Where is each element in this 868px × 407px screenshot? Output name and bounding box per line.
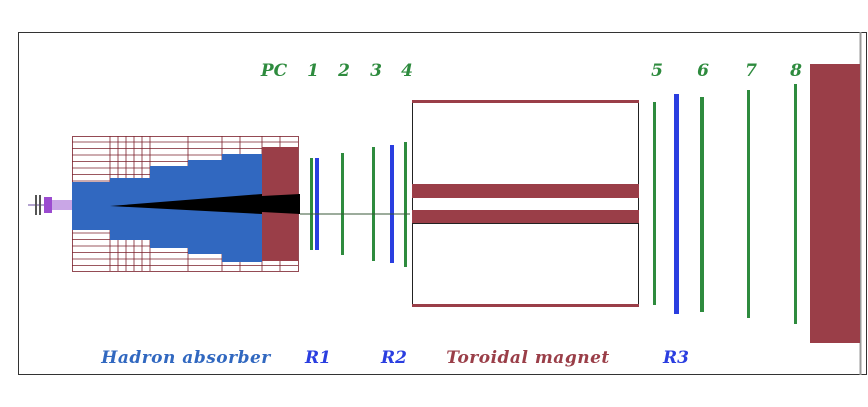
label-station-7: 7 (745, 61, 757, 81)
label-station-8: 8 (789, 61, 802, 81)
station-5 (653, 102, 656, 305)
station-5b (674, 94, 679, 314)
label-r2: R2 (380, 348, 407, 368)
label-r3: R3 (662, 348, 689, 368)
label-station-6: 6 (697, 61, 709, 81)
toroidal-magnet (412, 100, 639, 307)
label-station-1: 1 (307, 61, 319, 81)
diagram-frame (18, 32, 867, 375)
label-station-2: 2 (337, 61, 350, 81)
label-hadron-absorber: Hadron absorber (100, 348, 271, 368)
label-pc: PC (260, 61, 288, 81)
beam-cone (110, 194, 300, 214)
label-station-5: 5 (651, 61, 663, 81)
station-7 (747, 90, 750, 318)
label-station-4: 4 (401, 61, 413, 81)
station-1 (310, 158, 319, 250)
station-6 (700, 97, 704, 312)
label-r1: R1 (304, 348, 331, 368)
label-toroidal-magnet: Toroidal magnet (446, 348, 610, 368)
label-station-3: 3 (370, 61, 382, 81)
station-4 (404, 142, 407, 267)
station-2 (341, 153, 344, 255)
muon-filter-wall (810, 64, 860, 343)
station-8 (794, 84, 797, 324)
target-icon (28, 195, 72, 215)
beam-cone-end (262, 194, 300, 214)
station-3 (372, 145, 394, 263)
